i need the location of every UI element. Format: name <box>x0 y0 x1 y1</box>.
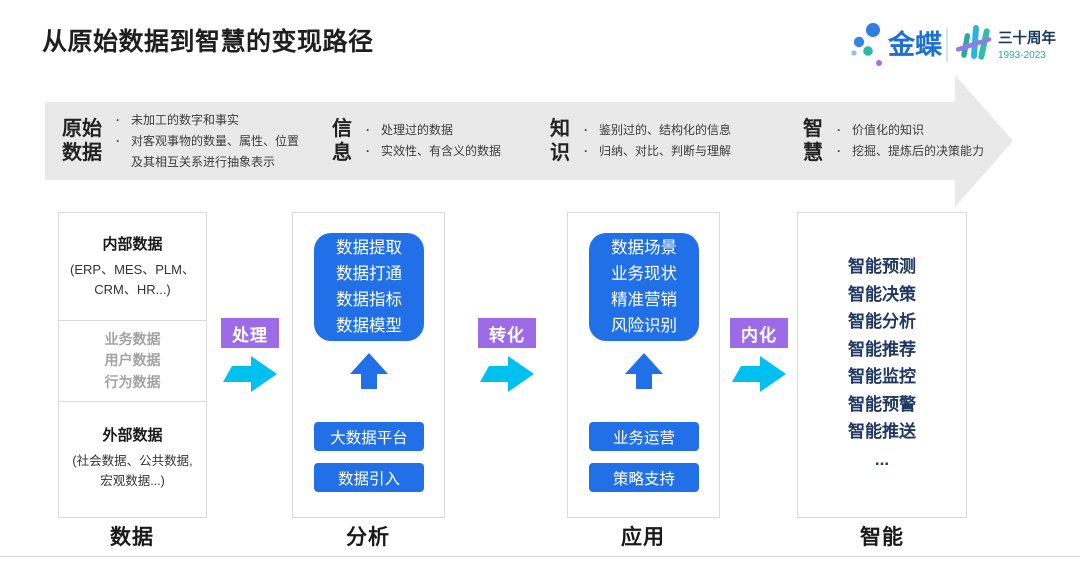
intelligence-item: 智能推荐 <box>848 339 916 359</box>
right-arrow-icon <box>732 356 786 392</box>
anniversary-mark-icon <box>955 25 992 60</box>
internal-data-heading: 内部数据 <box>102 236 163 253</box>
intelligence-item: 智能决策 <box>848 284 916 304</box>
anniversary-years: 1993-2023 <box>998 50 1046 61</box>
bottom-label-application: 应用 <box>621 526 665 549</box>
stage-raw-data-bullet: 对客观事物的数量、属性、位置及其相互关系进行抽象表示 <box>116 131 308 173</box>
intelligence-item: 智能推送 <box>848 422 916 441</box>
kingdee-logo: 金蝶 三十周年 1993-2023 <box>846 12 1064 74</box>
external-data-section: 外部数据 (社会数据、公共数据,宏观数据...) <box>59 402 206 491</box>
stage-information-title: 信息 <box>332 118 352 164</box>
application-card-line: 风险识别 <box>611 317 677 335</box>
connector-internalize-label: 内化 <box>730 318 788 348</box>
bottom-label-analysis: 分析 <box>346 526 390 549</box>
intelligence-item: 智能预警 <box>848 394 916 414</box>
application-card: 数据场景 业务现状 精准营销 风险识别 <box>589 233 699 341</box>
stage-knowledge-title: 知识 <box>550 118 570 164</box>
stage-wisdom: 智慧 价值化的知识 挖掘、提炼后的决策能力 <box>803 102 984 180</box>
column-data-sources: 内部数据 (ERP、MES、PLM、CRM、HR...) 业务数据 用户数据 行… <box>58 212 207 518</box>
stage-knowledge-bullet: 鉴别过的、结构化的信息 <box>584 120 731 141</box>
column-application: 数据场景 业务现状 精准营销 风险识别 业务运营 策略支持 <box>567 212 720 518</box>
data-type-item: 用户数据 <box>104 352 161 369</box>
connector-transform-label: 转化 <box>478 318 536 348</box>
stage-information-bullet: 实效性、有含义的数据 <box>366 141 501 162</box>
analysis-card: 数据提取 数据打通 数据指标 数据模型 <box>314 233 424 341</box>
bottom-label-intelligence: 智能 <box>860 526 904 549</box>
data-type-item: 业务数据 <box>104 330 161 347</box>
intelligence-item: 智能预测 <box>848 257 916 276</box>
stage-knowledge: 知识 鉴别过的、结构化的信息 归纳、对比、判断与理解 <box>550 102 731 180</box>
stage-wisdom-title: 智慧 <box>803 118 823 164</box>
analysis-card-line: 数据打通 <box>336 265 402 283</box>
business-operation-button: 业务运营 <box>589 422 699 451</box>
connector-process-label: 处理 <box>221 318 279 348</box>
application-card-line: 数据场景 <box>611 239 677 257</box>
dikw-banner-content: 原始数据 未加工的数字和事实 对客观事物的数量、属性、位置及其相互关系进行抽象表… <box>45 102 984 180</box>
intelligence-item: 智能监控 <box>848 367 916 386</box>
kingdee-dots-icon <box>851 23 882 66</box>
analysis-card-line: 数据模型 <box>336 317 402 335</box>
kingdee-logo-icon: 金蝶 三十周年 1993-2023 <box>851 23 1056 66</box>
stage-information-bullet: 处理过的数据 <box>366 120 501 141</box>
stage-information: 信息 处理过的数据 实效性、有含义的数据 <box>332 102 501 180</box>
strategy-support-button: 策略支持 <box>589 463 699 492</box>
internal-data-section: 内部数据 (ERP、MES、PLM、CRM、HR...) <box>59 213 206 321</box>
stage-raw-data: 原始数据 未加工的数字和事实 对客观事物的数量、属性、位置及其相互关系进行抽象表… <box>62 102 308 180</box>
internal-data-systems: (ERP、MES、PLM、CRM、HR...) <box>70 262 195 297</box>
application-card-line: 业务现状 <box>611 265 677 283</box>
data-type-item: 行为数据 <box>104 373 161 390</box>
stage-wisdom-bullet: 价值化的知识 <box>837 120 984 141</box>
page-title: 从原始数据到智慧的变现路径 <box>42 28 374 56</box>
stage-raw-data-title: 原始数据 <box>62 118 102 164</box>
application-card-line: 精准营销 <box>611 291 677 309</box>
up-arrow-icon <box>625 353 663 389</box>
external-data-heading: 外部数据 <box>102 427 163 444</box>
stage-wisdom-bullet: 挖掘、提炼后的决策能力 <box>837 141 984 162</box>
right-arrow-icon <box>223 356 277 392</box>
slide-bottom-edge <box>0 556 1080 557</box>
column-intelligence: 智能预测 智能决策 智能分析 智能推荐 智能监控 智能预警 智能推送 ... <box>797 212 967 518</box>
column-analysis: 数据提取 数据打通 数据指标 数据模型 大数据平台 数据引入 <box>292 212 445 518</box>
anniversary-label: 三十周年 <box>998 29 1056 47</box>
intelligence-item: ... <box>874 449 890 469</box>
external-data-systems: (社会数据、公共数据,宏观数据...) <box>72 454 193 488</box>
right-arrow-icon <box>480 356 534 392</box>
bottom-label-data: 数据 <box>110 526 154 549</box>
big-data-platform-button: 大数据平台 <box>314 422 424 451</box>
data-import-button: 数据引入 <box>314 463 424 492</box>
stage-raw-data-bullet: 未加工的数字和事实 <box>116 110 308 131</box>
analysis-card-line: 数据指标 <box>336 291 402 309</box>
brand-name: 金蝶 <box>887 29 943 60</box>
analysis-card-line: 数据提取 <box>336 239 402 257</box>
stage-knowledge-bullet: 归纳、对比、判断与理解 <box>584 141 731 162</box>
up-arrow-icon <box>350 353 388 389</box>
intelligence-list: 智能预测 智能决策 智能分析 智能推荐 智能监控 智能预警 智能推送 ... <box>798 213 966 478</box>
intelligence-item: 智能分析 <box>848 312 916 331</box>
data-type-section: 业务数据 用户数据 行为数据 <box>59 321 206 402</box>
